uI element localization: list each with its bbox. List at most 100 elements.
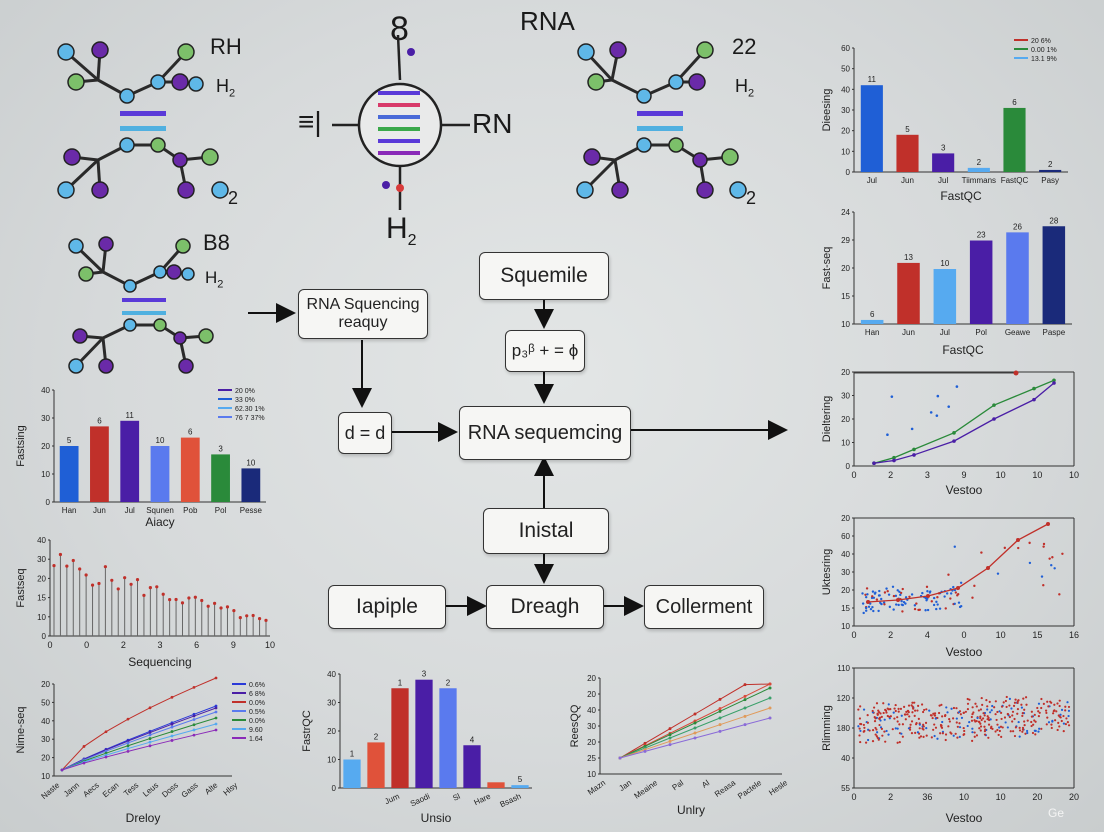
scatter-point [963,729,966,733]
y-tick-label: 30 [37,555,46,564]
x-axis-label: Vestoo [946,483,983,497]
scatter-point [900,603,904,606]
scatter-point [1058,725,1061,728]
data-point [743,714,747,718]
scatter-point [1042,584,1045,587]
scatter-point [938,704,941,707]
scatter-point [979,729,982,732]
scatter-point [955,385,959,388]
scatter-point [862,611,865,615]
scatter-point [1053,567,1056,570]
bar-value-label: 2 [977,158,982,167]
scatter-point [947,725,950,728]
scatter-point [879,601,882,604]
y-tick-label: 20 [587,690,596,699]
data-point [643,741,647,745]
scatter-point [980,718,983,722]
scatter-point [880,727,884,731]
scatter-point [962,726,965,730]
scatter-point [947,405,951,408]
scatter-point [904,596,908,599]
scatter-point [913,701,916,704]
y-tick-label: 20 [41,754,50,763]
scatter-point [1024,732,1027,735]
x-tick-label: 0 [851,792,856,802]
scatter-point [1048,557,1051,560]
scatter-point [901,735,904,738]
scatter-point [891,585,895,589]
scatter-point [1016,701,1019,704]
scatter-point [866,593,869,596]
scatter-point [1017,699,1020,702]
category-label: Paspe [1042,328,1065,337]
scatter-point [997,733,1000,737]
scatter-point [885,587,888,590]
y-tick-label: 20 [841,415,850,424]
scatter-point [1045,711,1048,715]
scatter-point [1055,710,1058,713]
scatter-point [898,723,901,726]
scatter-point [1030,710,1033,713]
series-line [873,379,1055,464]
category-label: Jun [901,176,914,185]
scatter-point [987,716,990,719]
bar [1039,169,1062,172]
scatter-point [1045,723,1048,726]
category-label: Hare [473,791,493,807]
scatter-point [972,711,975,714]
scatter-point [971,596,974,599]
scatter-point [1051,720,1054,723]
bar [897,262,920,324]
y-tick-label: 20 [37,574,46,583]
scatter-point [904,602,907,605]
bar [463,745,481,788]
scatter-point [1065,717,1068,720]
scatter-point [1058,593,1061,596]
scatter-point [1064,722,1067,726]
scatter-point [950,707,953,710]
category-label: Han [865,328,880,337]
x-tick-label: 10 [996,792,1006,802]
data-point [693,721,697,725]
data-point [952,431,956,435]
scatter-point [918,723,921,726]
scatter-point [1046,700,1049,703]
bar [439,688,457,788]
label-h2-b: H2 [735,76,755,100]
scatter-point [891,728,894,731]
lollipop-head [71,558,75,563]
label-h2-a: H2 [216,76,236,100]
scatter-point [910,704,913,707]
scatter-point [1021,728,1025,731]
legend-label: 0.5% [249,709,265,716]
bar [180,437,200,502]
data-point [1032,397,1036,402]
scatter-point [930,736,933,739]
scatter-point [1040,697,1043,701]
scatter-point [1012,704,1016,707]
molecule-top-left [64,49,211,192]
scatter-point [1020,706,1024,709]
scatter-point [960,716,964,719]
scatter-point [1042,542,1046,546]
bar-value-label: 5 [67,436,72,445]
scatter-point [1057,721,1060,724]
scatter-point [1030,715,1034,718]
scatter-point [880,715,883,718]
scatter-point [901,723,905,726]
scatter-point [1032,723,1035,726]
data-point [718,716,722,720]
scatter-point [991,704,994,708]
scatter-point [882,711,885,715]
scatter-point [988,711,992,714]
scatter-point [875,728,878,731]
bar [969,240,993,324]
scatter-point [859,722,862,726]
data-point [892,455,896,460]
y-tick-label: 40 [327,670,336,679]
category-label: Alte [203,780,220,796]
legend-label: 9.60 [249,727,263,734]
node-inistal: Inistal [483,508,609,554]
